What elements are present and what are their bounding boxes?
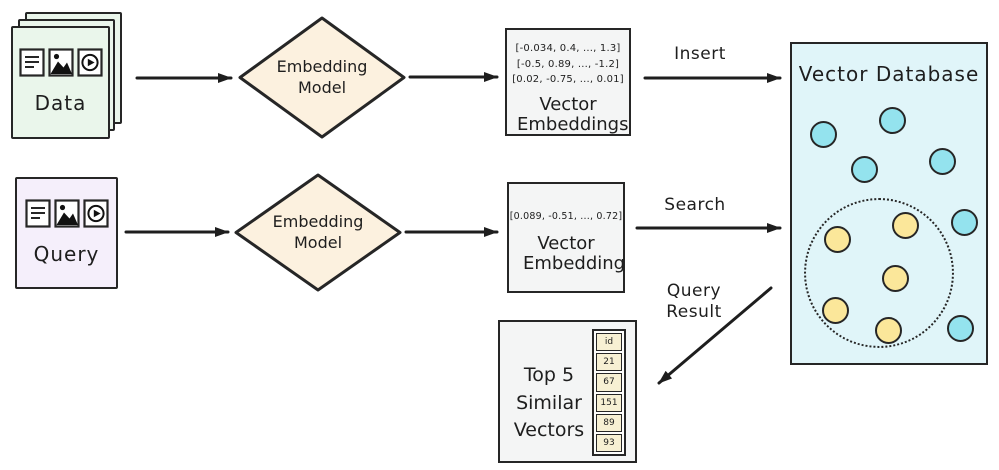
vector-database-node: Vector Database [790, 42, 988, 365]
vector-value-row: [-0.5, 0.89, ..., -1.2] [516, 58, 620, 70]
embedding-model-label: Embedding Model [276, 56, 368, 97]
vector-embedding-label: Vector Embedding [523, 232, 626, 275]
text-lines-icon [24, 199, 51, 228]
vector-point-yellow [892, 212, 919, 239]
vector-point-cyan [879, 107, 906, 134]
top5-label: Top 5 Similar Vectors [513, 364, 585, 442]
query-card-label: Query [33, 242, 100, 266]
data-card-icons [18, 48, 103, 77]
image-icon [53, 199, 80, 228]
result-id-column: id 21 67 151 89 93 [592, 329, 626, 456]
vector-values: [-0.034, 0.4, ..., 1.3] [-0.5, 0.89, ...… [507, 41, 629, 88]
vector-point-cyan [929, 148, 956, 175]
embedding-model-node-bottom: Embedding Model [233, 172, 403, 293]
text-lines-icon [18, 48, 45, 77]
search-label: Search [664, 195, 726, 215]
insert-label: Insert [674, 44, 726, 64]
vector-value-row: [0.02, -0.75, ..., 0.01] [512, 74, 624, 85]
result-cell: 93 [596, 433, 622, 453]
vector-value-row: [-0.034, 0.4, ..., 1.3] [515, 43, 621, 54]
result-cell: 89 [596, 413, 622, 432]
query-result-label: Query Result [666, 281, 722, 323]
vector-value-row: [0.089, -0.51, ..., 0.72] [509, 211, 623, 222]
image-icon [47, 48, 74, 77]
vector-point-yellow [822, 297, 849, 324]
vector-point-cyan [810, 121, 837, 148]
top5-node: Top 5 Similar Vectors id 21 67 151 89 93 [498, 320, 637, 463]
embedding-model-node-top: Embedding Model [237, 15, 407, 140]
vector-values: [0.089, -0.51, ..., 0.72] [509, 210, 623, 225]
result-cell: 67 [596, 373, 622, 392]
vector-point-yellow [882, 265, 909, 292]
query-card-icons [24, 199, 109, 228]
vector-point-yellow [875, 317, 902, 344]
vector-point-cyan [947, 315, 974, 342]
vector-embedding-node: [0.089, -0.51, ..., 0.72] Vector Embeddi… [507, 182, 625, 293]
embedding-model-label: Embedding Model [272, 211, 364, 252]
play-icon [82, 199, 109, 228]
diamond-shape [234, 173, 402, 292]
result-cell: 151 [596, 393, 622, 412]
similarity-cluster-circle [804, 198, 954, 348]
vector-point-cyan [851, 156, 878, 183]
data-card: Data [11, 26, 110, 139]
diamond-shape [238, 16, 406, 139]
result-cell-id: id [596, 333, 622, 352]
vector-point-yellow [824, 226, 851, 253]
result-cell: 21 [596, 353, 622, 372]
vector-database-label: Vector Database [798, 62, 980, 86]
vector-embeddings-label: Vector Embeddings [517, 93, 629, 136]
vector-embeddings-node: [-0.034, 0.4, ..., 1.3] [-0.5, 0.89, ...… [505, 28, 631, 136]
query-card: Query [15, 177, 118, 289]
data-card-label: Data [34, 91, 87, 115]
vector-point-cyan [951, 209, 978, 236]
play-icon [76, 48, 103, 77]
